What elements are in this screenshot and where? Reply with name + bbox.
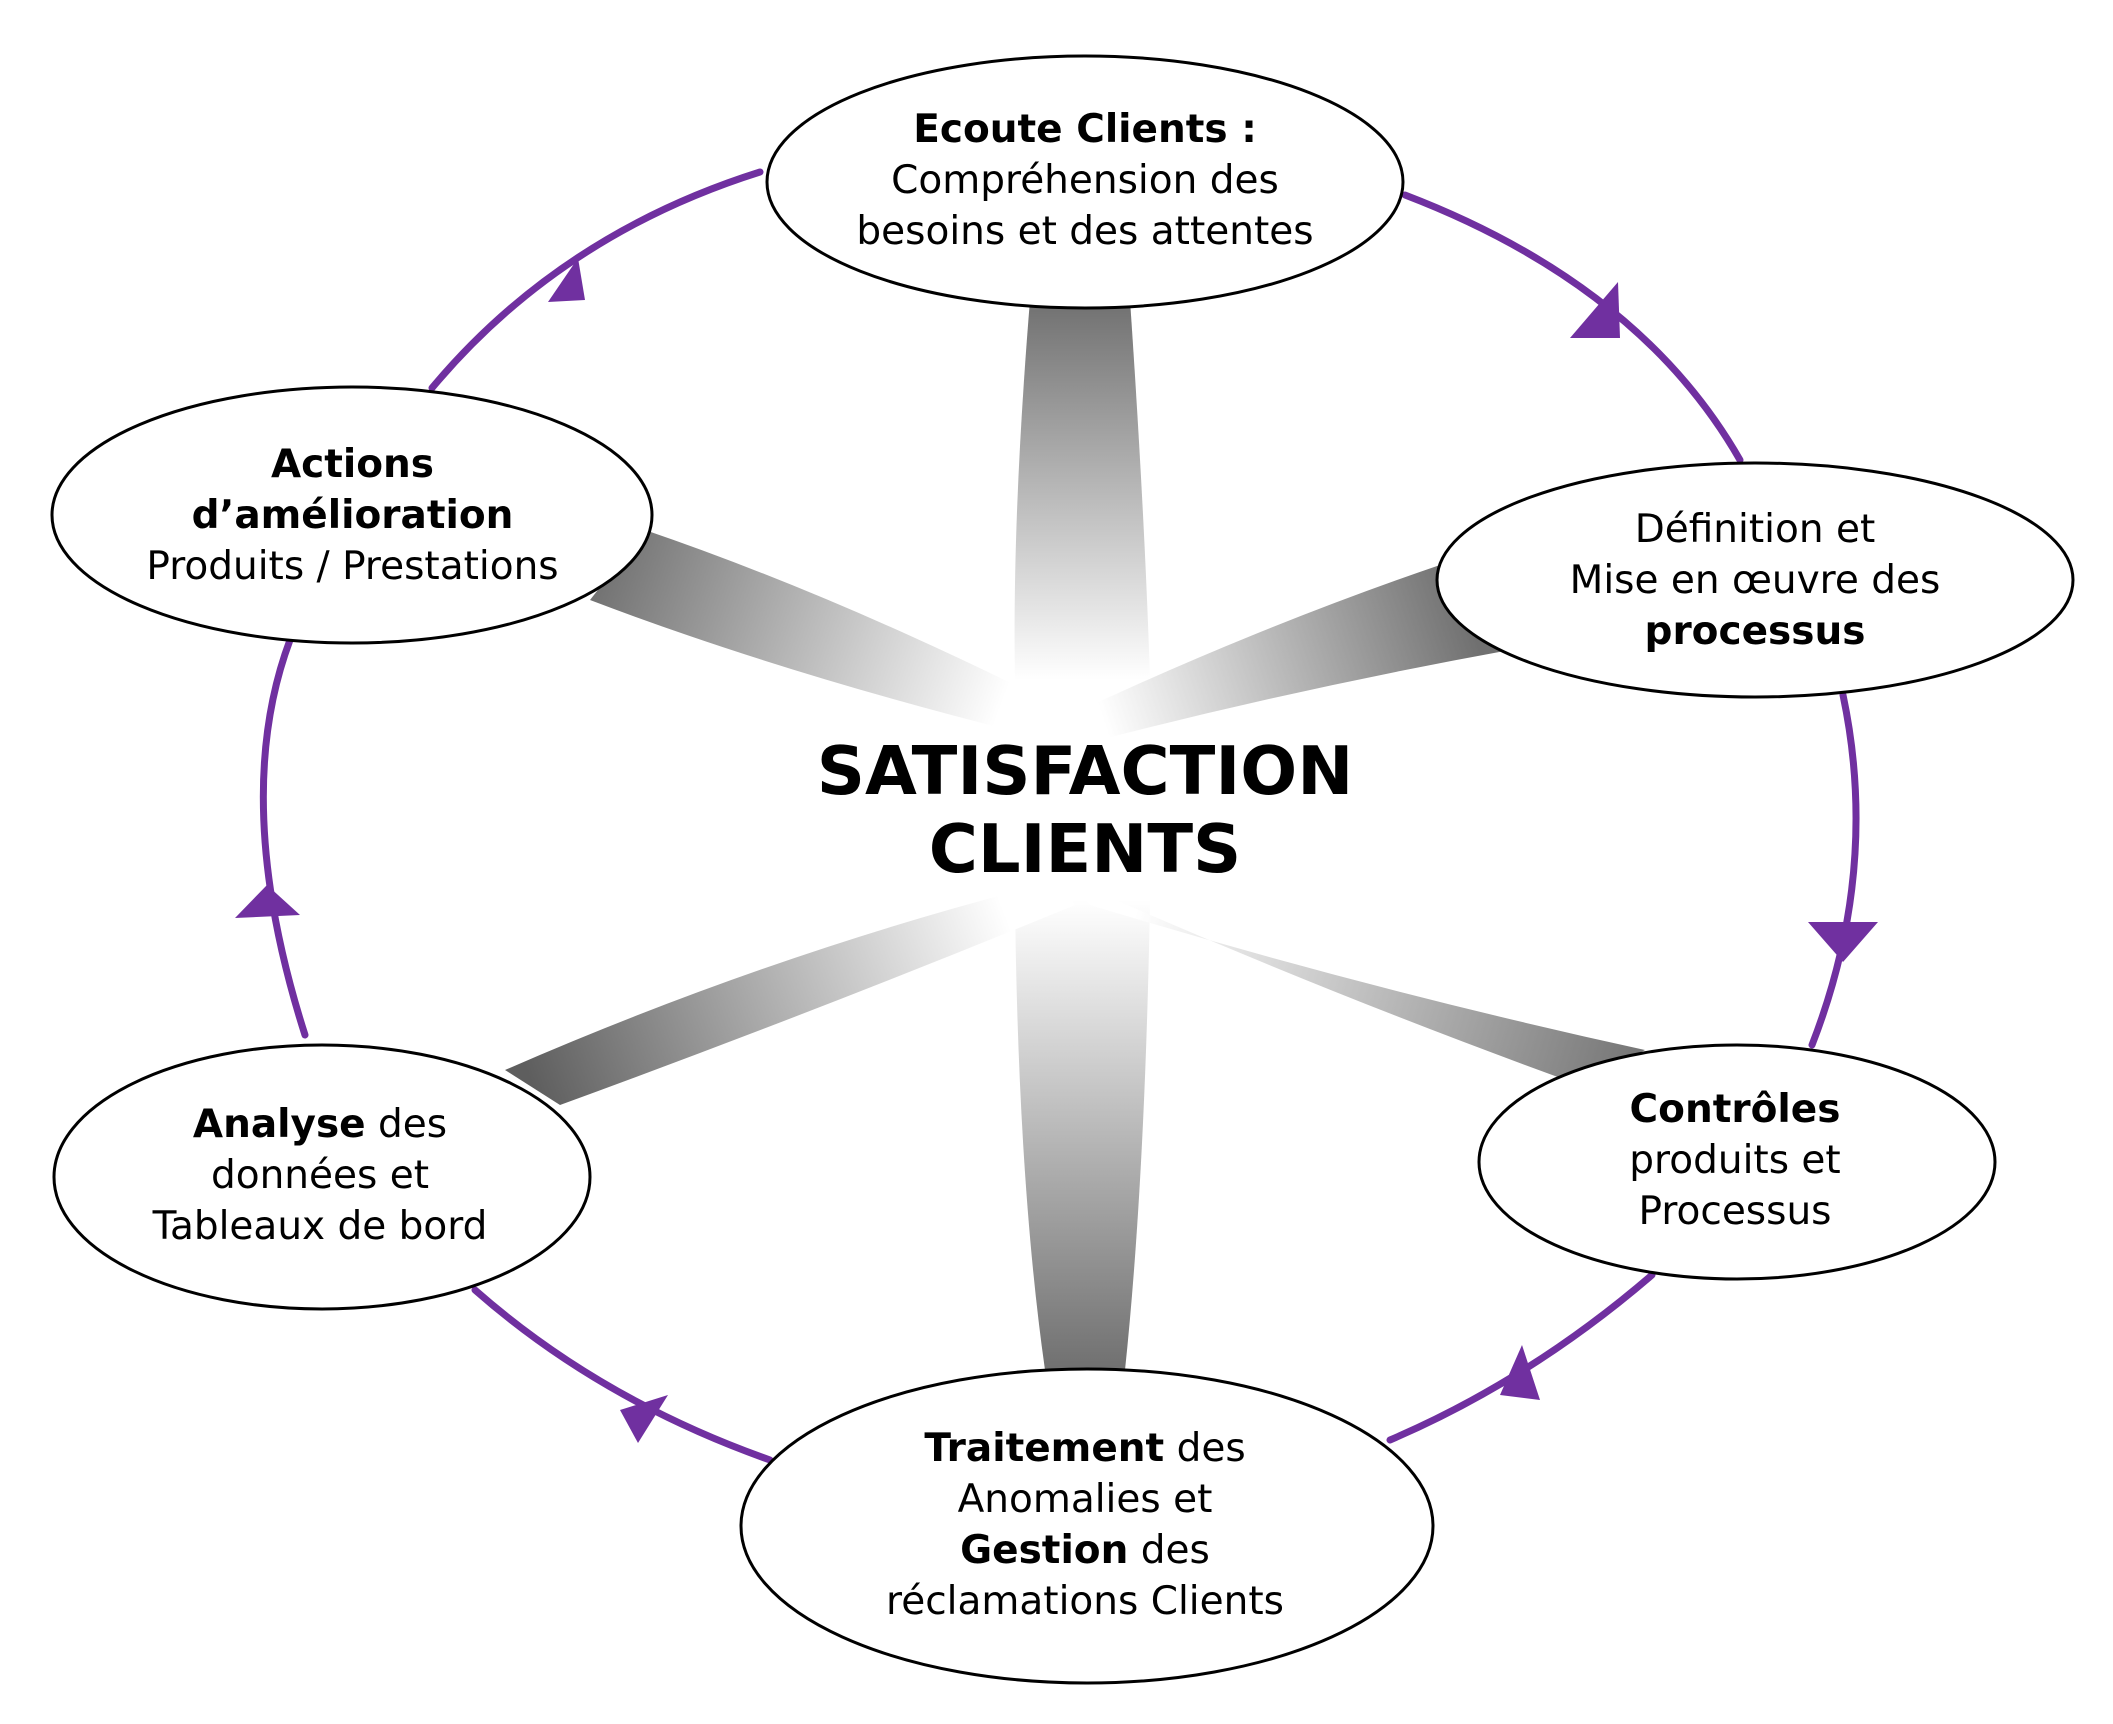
arrowhead-4-icon xyxy=(620,1395,668,1443)
arrowhead-5-icon xyxy=(235,885,300,918)
node-text-line: réclamations Clients xyxy=(886,1576,1284,1627)
node-text-run: d’amélioration xyxy=(191,492,514,538)
arc-analyse-to-actions xyxy=(259,636,309,1039)
arrowhead-2-icon xyxy=(1808,922,1878,962)
node-ecoute-label: Ecoute Clients : Compréhension des besoins… xyxy=(790,90,1380,270)
center-beams xyxy=(505,300,1645,1370)
beam-upper-left xyxy=(590,530,1085,745)
node-definition-text: Définition et Mise en œuvre des processus xyxy=(1570,504,1941,657)
arrowhead-1-icon xyxy=(1570,282,1620,338)
node-text-line: Tableaux de bord xyxy=(153,1201,488,1252)
beam-lower-right xyxy=(1070,880,1645,1085)
node-text-line: Analyse des xyxy=(153,1099,488,1150)
node-text-line: Traitement des xyxy=(886,1423,1284,1474)
node-text-run: processus xyxy=(1644,608,1866,654)
cycle-arrows xyxy=(259,168,1860,1464)
node-text-line: Contrôles xyxy=(1629,1084,1841,1135)
node-text-run: des xyxy=(1128,1528,1210,1573)
node-text-run: Actions xyxy=(270,441,435,487)
node-definition-label: Définition et Mise en œuvre des processus xyxy=(1470,500,2040,660)
ellipse-analyse xyxy=(52,1043,592,1311)
node-text-run: Traitement xyxy=(924,1426,1165,1471)
beam-upper-right xyxy=(1060,565,1510,745)
node-text-line: Actions xyxy=(146,439,558,490)
node-text-run: des xyxy=(365,1101,448,1147)
node-text-run: Produits / Prestations xyxy=(146,543,559,589)
ellipse-traitement xyxy=(739,1367,1435,1685)
node-text-run: Processus xyxy=(1638,1188,1832,1234)
node-text-run: réclamations Clients xyxy=(886,1579,1284,1624)
center-title: SATISFACTION CLIENTS xyxy=(760,720,1410,900)
node-text-run: Tableaux de bord xyxy=(152,1203,488,1249)
arc-actions-to-ecoute xyxy=(428,168,764,392)
node-text-line: Processus xyxy=(1629,1186,1840,1237)
node-text-run: Mise en œuvre des xyxy=(1569,557,1941,603)
node-text-run: Anomalies et xyxy=(957,1477,1213,1522)
node-text-line: Mise en œuvre des xyxy=(1570,555,1941,606)
node-text-line: processus xyxy=(1570,606,1941,657)
node-ecoute-text: Ecoute Clients : Compréhension des besoins… xyxy=(856,104,1313,257)
node-text-line: Produits / Prestations xyxy=(146,541,558,592)
node-text-run: Définition et xyxy=(1634,506,1876,552)
arrowhead-3-icon xyxy=(1500,1345,1540,1400)
ellipse-actions xyxy=(50,385,654,645)
arc-ecoute-to-definition xyxy=(1401,191,1744,464)
beam-lower-left xyxy=(505,880,1075,1105)
node-text-line: d’amélioration xyxy=(146,490,558,541)
beam-top xyxy=(1014,300,1150,680)
center-title-line1: SATISFACTION xyxy=(816,732,1354,810)
node-text-line: Compréhension des xyxy=(856,155,1313,206)
arrowhead-6-icon xyxy=(548,258,585,302)
beam-bottom xyxy=(1015,900,1150,1370)
ellipse-controles xyxy=(1477,1043,1997,1281)
node-text-line: Ecoute Clients : xyxy=(856,104,1313,155)
center-title-line2: CLIENTS xyxy=(928,810,1242,888)
arc-definition-to-controles xyxy=(1808,691,1860,1049)
node-text-line: Anomalies et xyxy=(886,1474,1284,1525)
node-text-line: besoins et des attentes xyxy=(856,206,1313,257)
node-ellipses xyxy=(50,54,2075,1685)
ellipse-definition xyxy=(1435,461,2075,699)
node-text-run: Analyse xyxy=(192,1101,366,1147)
node-text-run: Compréhension des xyxy=(891,157,1279,203)
node-text-line: Définition et xyxy=(1570,504,1941,555)
node-text-run: Ecoute Clients : xyxy=(913,106,1257,152)
arc-traitement-to-analyse xyxy=(471,1286,774,1464)
cycle-arrowheads xyxy=(235,258,1878,1443)
ellipse-ecoute xyxy=(765,54,1405,310)
node-text-line: Gestion des xyxy=(886,1525,1284,1576)
node-text-run: des xyxy=(1164,1426,1246,1471)
node-text-run: Gestion xyxy=(960,1528,1129,1573)
node-text-run: besoins et des attentes xyxy=(856,208,1314,254)
node-controles-label: Contrôles produits et Processus xyxy=(1500,1080,1970,1240)
node-text-line: produits et xyxy=(1629,1135,1840,1186)
node-text-run: données et xyxy=(210,1152,430,1198)
node-text-run: produits et xyxy=(1629,1137,1841,1183)
node-text-run: Contrôles xyxy=(1629,1086,1841,1132)
node-controles-text: Contrôles produits et Processus xyxy=(1629,1084,1840,1237)
node-text-line: données et xyxy=(153,1150,488,1201)
